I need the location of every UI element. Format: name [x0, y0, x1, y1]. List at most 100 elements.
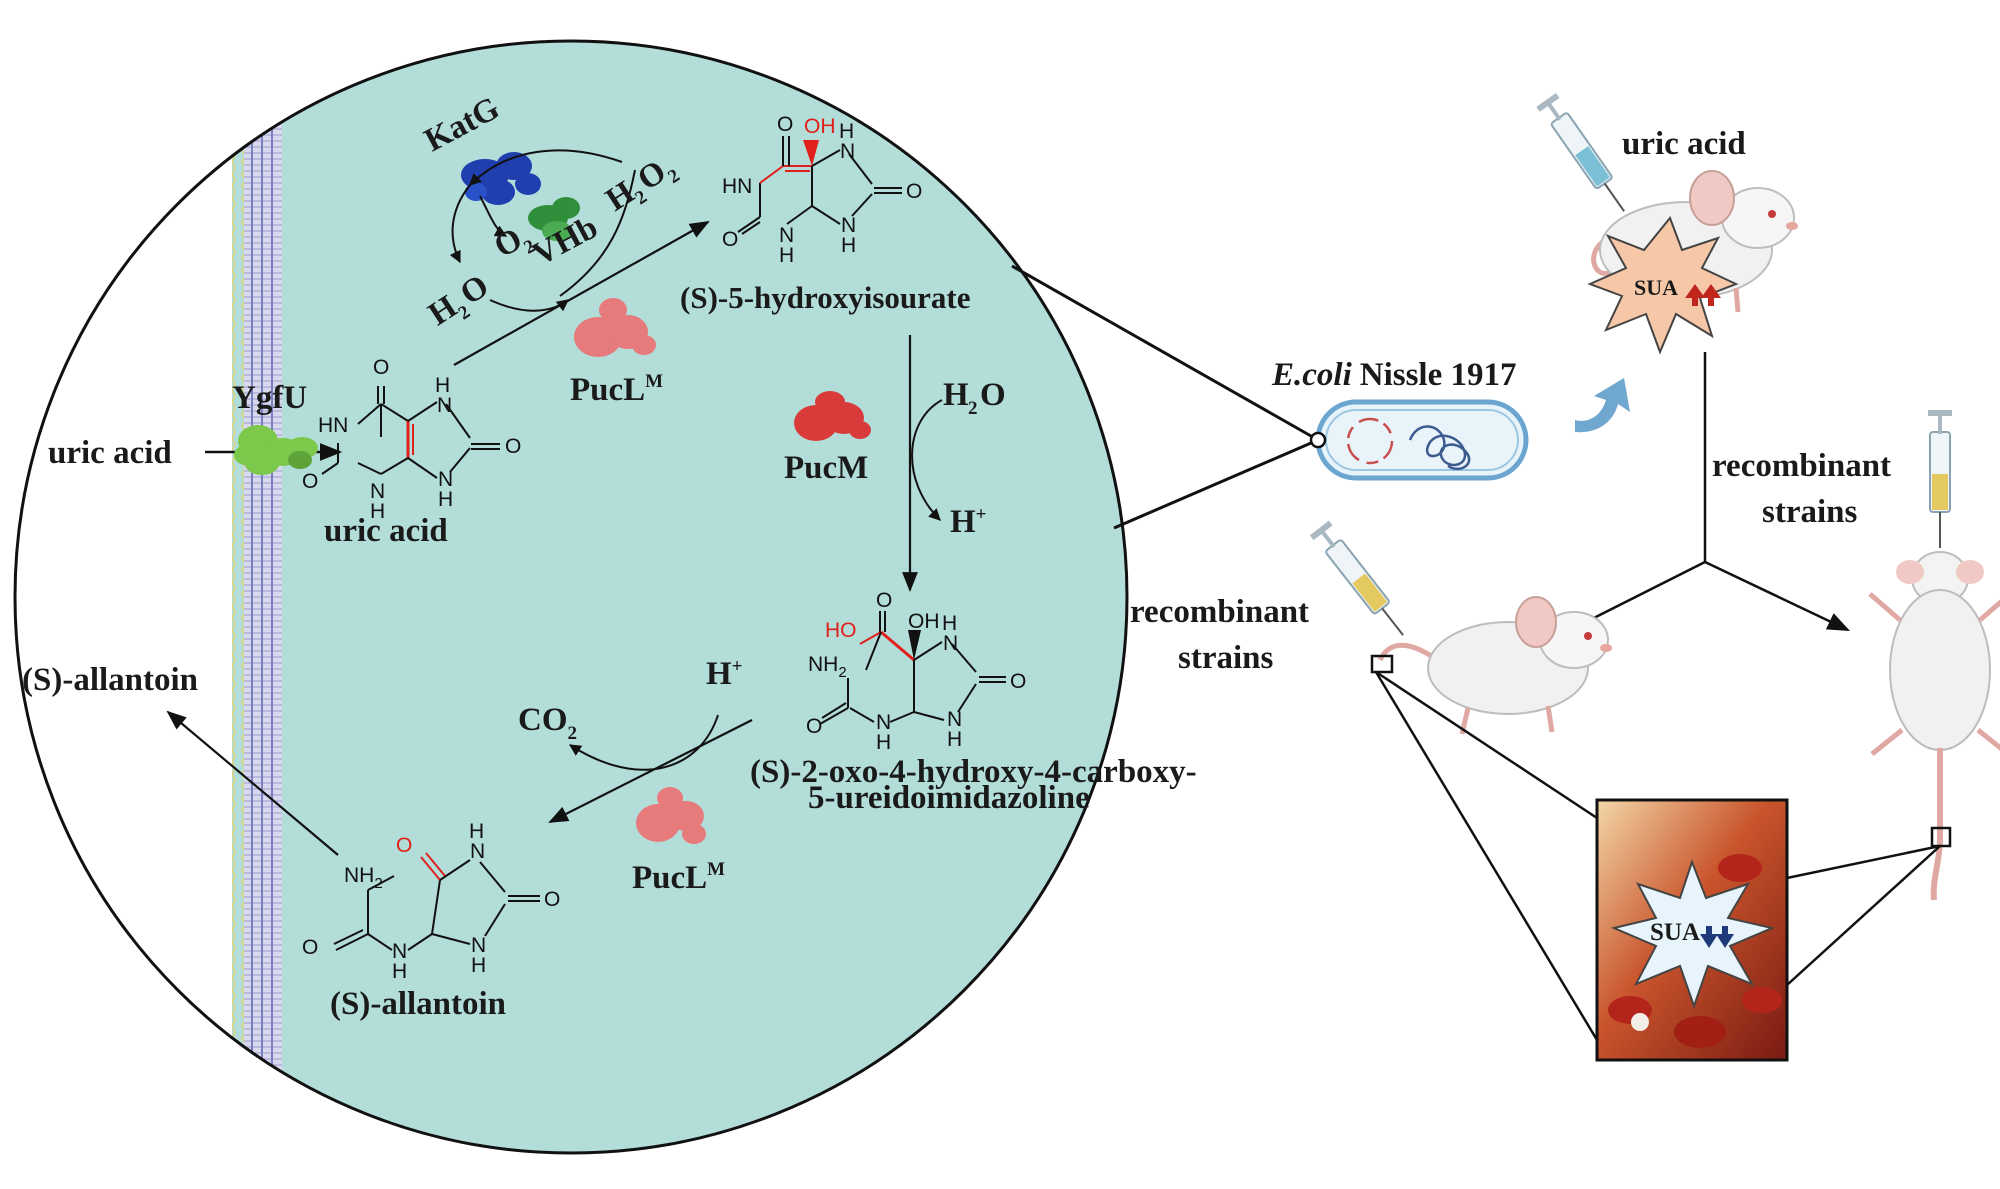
- ua-n-bottom: N: [370, 480, 385, 503]
- right-strains-label-2: strains: [1762, 494, 1858, 530]
- ua-n-top-right: N: [437, 394, 452, 417]
- branch-right: [1704, 560, 1851, 632]
- zoom-line-top: [1011, 264, 1319, 442]
- ua-h-bottom-right: H: [438, 488, 453, 511]
- co2-release-arrow: [568, 714, 719, 771]
- all-h-mid: H: [392, 960, 407, 983]
- ua-h-bottom: H: [370, 500, 385, 523]
- vhb-protein-icon: [528, 197, 580, 241]
- syringe-icon-top: [1536, 93, 1625, 212]
- pucl-bottom-label: PucLM: [632, 859, 725, 896]
- ua-h-top-right: H: [435, 374, 450, 397]
- all-n-mid: N: [392, 940, 407, 963]
- arrow-to-allantoin: [548, 719, 753, 823]
- hiu-o-right: O: [906, 180, 922, 203]
- blue-transfer-arrow: [1575, 378, 1630, 433]
- all-n-br: N: [471, 934, 486, 957]
- ohcu-o-right: O: [1010, 670, 1026, 693]
- all-n-tr: N: [470, 840, 485, 863]
- co2-label: CO2: [518, 702, 577, 744]
- top-uric-acid-label: uric acid: [1622, 126, 1746, 162]
- pucm-label: PucM: [784, 450, 868, 486]
- ua-o-left: O: [302, 470, 318, 493]
- pucl-top-protein-icon: [574, 298, 656, 357]
- hiu-n-tr: N: [840, 140, 855, 163]
- hiu-wedge: [803, 140, 819, 166]
- ohcu-h-tr: H: [942, 612, 957, 635]
- tail-zoom-marker-left: [1370, 654, 1394, 674]
- cell-interior: [15, 41, 1127, 1153]
- all-o-right: O: [544, 888, 560, 911]
- zoom-origin-marker: [1309, 431, 1327, 449]
- h-plus-1: H+: [950, 504, 987, 540]
- pucm-protein-icon: [794, 391, 871, 441]
- hiu-h-br: H: [841, 234, 856, 257]
- hiu-o-top: O: [777, 113, 793, 136]
- ohcu-h-mid: H: [876, 731, 891, 754]
- h2o-step-label: H 2 O: [943, 377, 1006, 419]
- mouse-icon-left: [1377, 596, 1612, 735]
- down-arrows-icon: [1700, 926, 1734, 948]
- outside-allantoin-label: (S)-allantoin: [22, 662, 198, 698]
- all-nh2: NH2: [344, 864, 383, 892]
- hiu-n-br: N: [841, 214, 856, 237]
- ua-hn: HN: [318, 414, 348, 437]
- katg-cycle-arrows: [449, 149, 636, 312]
- all-h-br: H: [471, 954, 486, 977]
- tail-zoom-marker-right: [1930, 826, 1952, 848]
- all-o-red: O: [396, 834, 412, 857]
- h-plus-2: H+: [706, 656, 743, 692]
- ohcu-o-top: O: [876, 589, 892, 612]
- exit-arrow: [166, 710, 339, 856]
- outside-uric-acid-label: uric acid: [48, 435, 172, 471]
- hiu-o-left: O: [722, 228, 738, 251]
- all-h-tr: H: [469, 820, 484, 843]
- katg-protein-icon: [461, 152, 541, 205]
- ua-n-bottom-right: N: [438, 468, 453, 491]
- pucl-top-label: PucLM: [570, 371, 663, 408]
- up-arrows-icon: [1685, 284, 1721, 306]
- syringe-icon-left: [1309, 520, 1404, 636]
- sua-high-burst: SUA: [1587, 216, 1739, 355]
- hiu-h-tr: H: [839, 120, 854, 143]
- ohcu-nh2: NH2: [808, 653, 847, 681]
- vessel-zoom-right-top: [1786, 844, 1941, 880]
- ohcu-n-br: N: [947, 708, 962, 731]
- bacterium-icon: [1315, 399, 1529, 481]
- sua-high-label: SUA: [1634, 275, 1678, 300]
- ohcu-wedge: [908, 630, 921, 660]
- water-in-arrow: [911, 399, 943, 521]
- ua-o-top: O: [373, 356, 389, 379]
- hiu-hn: HN: [722, 175, 752, 198]
- ohcu-o-left: O: [806, 715, 822, 738]
- hiu-oh: OH: [804, 115, 836, 138]
- ohcu-ho: HO: [825, 619, 857, 642]
- ohcu-oh: OH: [908, 610, 940, 633]
- zoom-line-bottom: [1113, 438, 1319, 530]
- ua-o-right: O: [505, 435, 521, 458]
- uric-acid-label: uric acid: [324, 513, 448, 549]
- cell-membrane: [15, 41, 282, 1153]
- allantoin-label: (S)-allantoin: [330, 986, 506, 1022]
- ohcu-n-tr: N: [943, 632, 958, 655]
- vessel-zoom-left-bottom: [1374, 671, 1599, 1041]
- sua-low-label: SUA: [1650, 919, 1700, 946]
- sua-low-burst: SUA: [1610, 859, 1776, 1010]
- ohcu-label-line2: 5-ureidoimidazoline: [808, 780, 1090, 816]
- svg-text:2: 2: [968, 398, 978, 419]
- pucl-bottom-protein-icon: [636, 787, 706, 844]
- hiu-n-bottom: N: [779, 224, 794, 247]
- hiu-label: (S)-5-hydroxyisourate: [680, 280, 970, 315]
- ohcu-h-br: H: [947, 728, 962, 751]
- svg-text:H: H: [943, 377, 969, 413]
- vessel-zoom-left-top: [1375, 670, 1598, 820]
- all-o-left: O: [302, 936, 318, 959]
- svg-text:O: O: [980, 377, 1006, 413]
- uric-acid-structure: [321, 386, 500, 479]
- ygfu-label: YgfU: [232, 380, 307, 416]
- ygfu-transporter-icon: [234, 425, 318, 475]
- ohcu-structure: [819, 611, 1006, 725]
- vessel-zoom-right-bottom: [1786, 845, 1941, 986]
